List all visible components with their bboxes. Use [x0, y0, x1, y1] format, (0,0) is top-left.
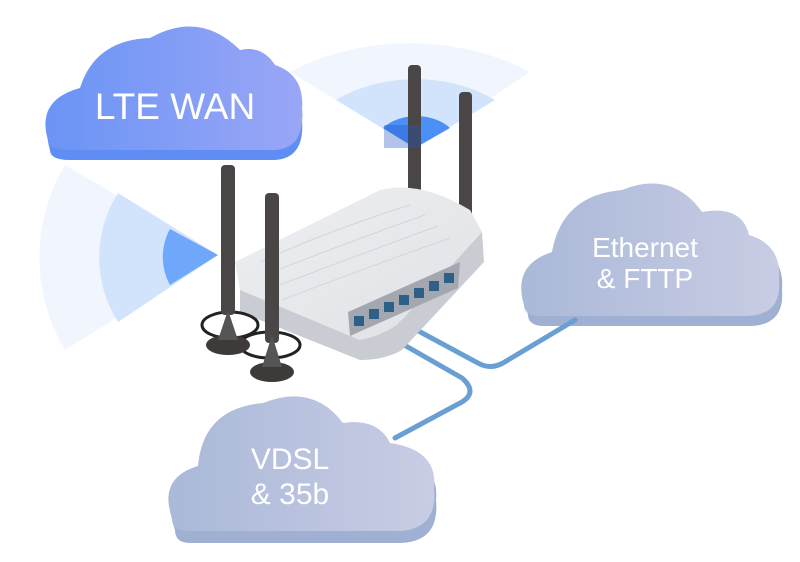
- ethernet-label-line1: Ethernet: [592, 232, 698, 263]
- lte-wan-label: LTE WAN: [94, 86, 256, 127]
- vdsl-label: VDSL & 35b: [200, 443, 380, 512]
- vdsl-label-line1: VDSL: [250, 443, 330, 476]
- cable-to-ethernet: [395, 317, 578, 369]
- cable-to-vdsl: [375, 327, 473, 441]
- router: [235, 187, 484, 360]
- vdsl-label-line2: & 35b: [250, 477, 330, 511]
- ethernet-fttp-label: Ethernet & FTTP: [545, 232, 745, 295]
- cables: [375, 317, 578, 441]
- ethernet-ports: [354, 273, 454, 326]
- vdsl-cloud: [168, 396, 437, 543]
- ethernet-label-line2: & FTTP: [596, 263, 694, 295]
- ethernet-fttp-cloud: [521, 183, 783, 326]
- lte-wan-cloud: [45, 26, 303, 160]
- antennas-front: [200, 165, 302, 382]
- signal-waves-left: [39, 165, 219, 350]
